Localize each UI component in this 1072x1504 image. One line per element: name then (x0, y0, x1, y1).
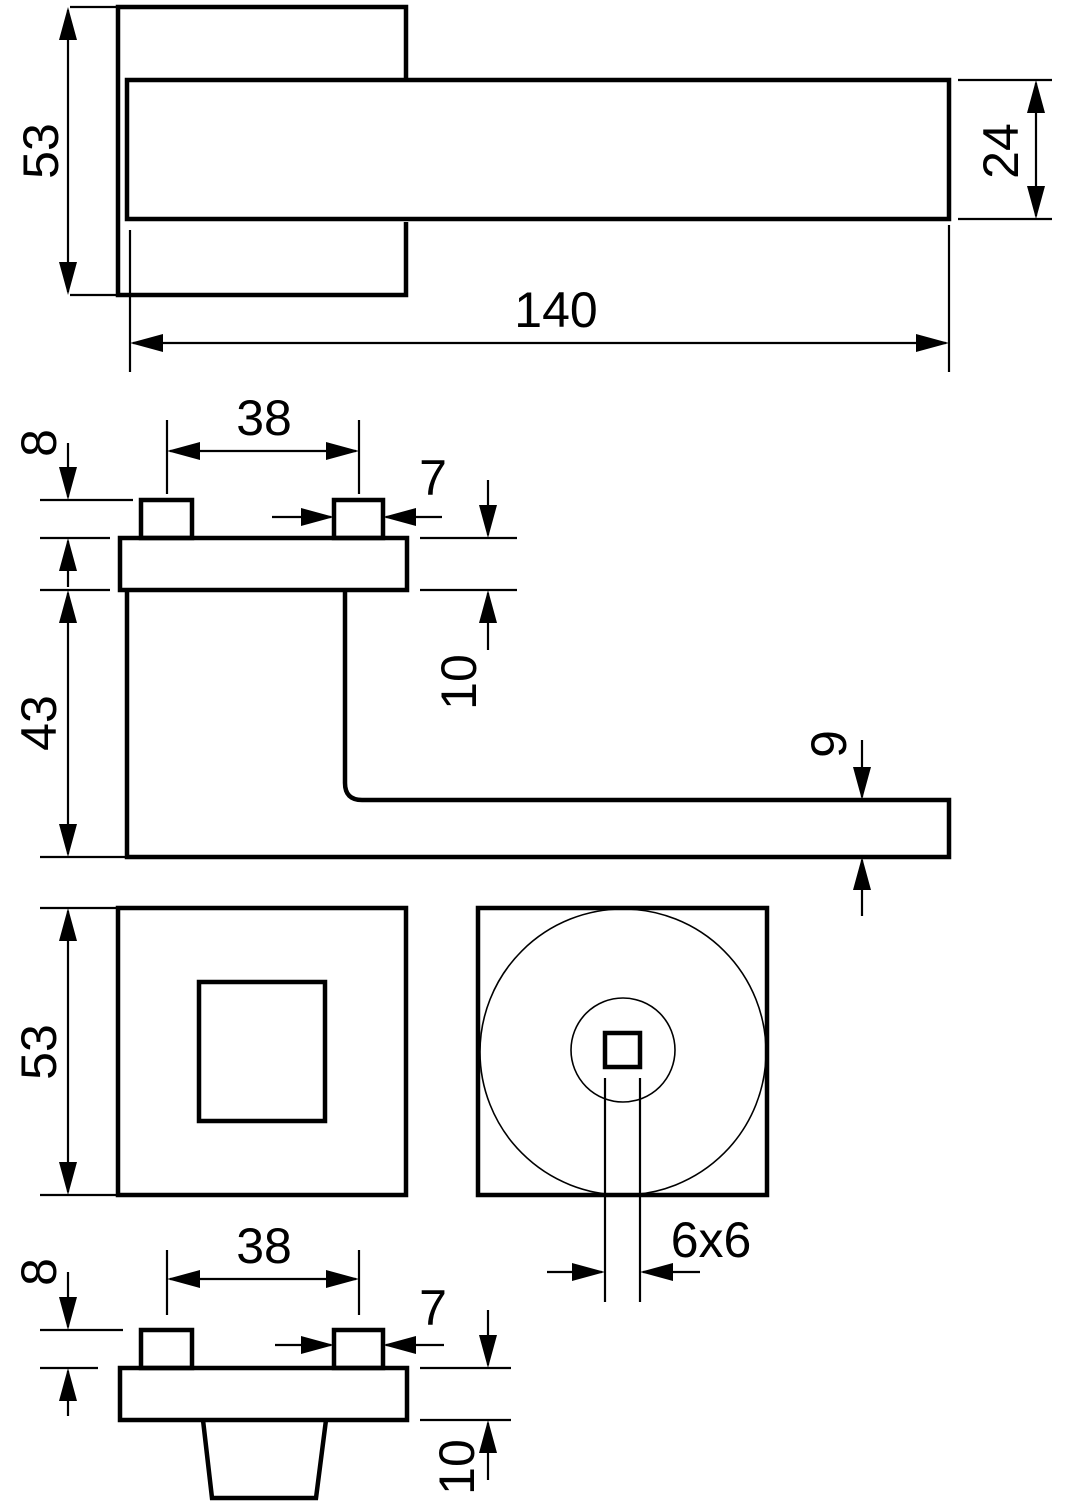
dimension-label-bottom-rose-thickness: 10 (429, 1439, 485, 1495)
dimension-label-length: 140 (514, 282, 597, 338)
dimension-label-lever-drop: 43 (11, 695, 67, 751)
dimension-label-lever-height: 24 (973, 123, 1029, 179)
arrowhead (59, 467, 77, 500)
arrowhead (301, 1336, 334, 1354)
front-rose-outline (115, 4, 409, 298)
arrowhead (853, 857, 871, 890)
dimension-label-bottom-pin-spacing: 38 (236, 1218, 292, 1274)
arrowhead (916, 334, 949, 352)
arrowhead (59, 538, 77, 571)
arrowhead (326, 1270, 359, 1288)
front-lever-outline (124, 77, 952, 222)
dimension-label-bottom-pin-length: 8 (11, 1258, 67, 1286)
side-pin-right (331, 497, 386, 541)
bottom-spindle-boss (200, 1419, 329, 1501)
rose-square-outline (115, 905, 409, 1198)
arrowhead (572, 1263, 605, 1281)
dimension-label-rose-size: 53 (11, 1024, 67, 1080)
rose-inner-square (196, 979, 328, 1124)
arrowhead (1027, 80, 1045, 113)
arrowhead (1027, 186, 1045, 219)
arrowhead (167, 442, 200, 460)
arrowhead (130, 334, 163, 352)
arrowhead (59, 1368, 77, 1401)
arrowhead (59, 824, 77, 857)
side-pin-left (138, 497, 195, 541)
arrowhead (59, 590, 77, 623)
rose-back-circle (479, 908, 767, 1196)
arrowhead (479, 590, 497, 623)
arrowhead (59, 7, 77, 40)
arrowhead (167, 1270, 200, 1288)
arrowhead (301, 508, 334, 526)
spindle-hub-circle (570, 997, 676, 1103)
arrowhead (640, 1263, 673, 1281)
dimension-label-spindle-size: 6x6 (671, 1212, 752, 1268)
arrowhead (59, 1162, 77, 1195)
arrowhead (326, 442, 359, 460)
bottom-side-view: 38 8 7 10 (11, 1218, 511, 1501)
arrowhead (59, 262, 77, 295)
arrowhead (853, 767, 871, 800)
arrowhead (59, 908, 77, 941)
dimension-label-pin-width: 7 (419, 450, 447, 506)
arrowhead (479, 1420, 497, 1453)
bottom-pin-left (138, 1327, 195, 1371)
dimension-label-lever-thickness: 9 (801, 730, 857, 758)
bottom-pin-right (331, 1327, 386, 1371)
side-view: 38 8 7 10 43 9 (11, 390, 952, 916)
dimension-label-rose-thickness: 10 (431, 654, 487, 710)
bottom-rose-plate (117, 1365, 410, 1423)
arrowhead (383, 1336, 416, 1354)
rose-front-view: 53 (11, 905, 409, 1198)
arrowhead (479, 505, 497, 538)
arrowhead (479, 1335, 497, 1368)
side-rose-plate (117, 535, 410, 593)
dimension-label-pin-spacing: 38 (236, 390, 292, 446)
spindle-square-hole (602, 1030, 643, 1070)
dimension-label-rose-height: 53 (13, 123, 69, 179)
dimension-label-pin-length: 8 (11, 429, 67, 457)
rose-back-view: 6x6 (475, 905, 770, 1302)
front-view: 53 24 140 (13, 4, 1052, 372)
arrowhead (59, 1297, 77, 1330)
arrowhead (383, 508, 416, 526)
side-lever-profile (124, 590, 952, 860)
dimension-label-bottom-pin-width: 7 (419, 1280, 447, 1336)
